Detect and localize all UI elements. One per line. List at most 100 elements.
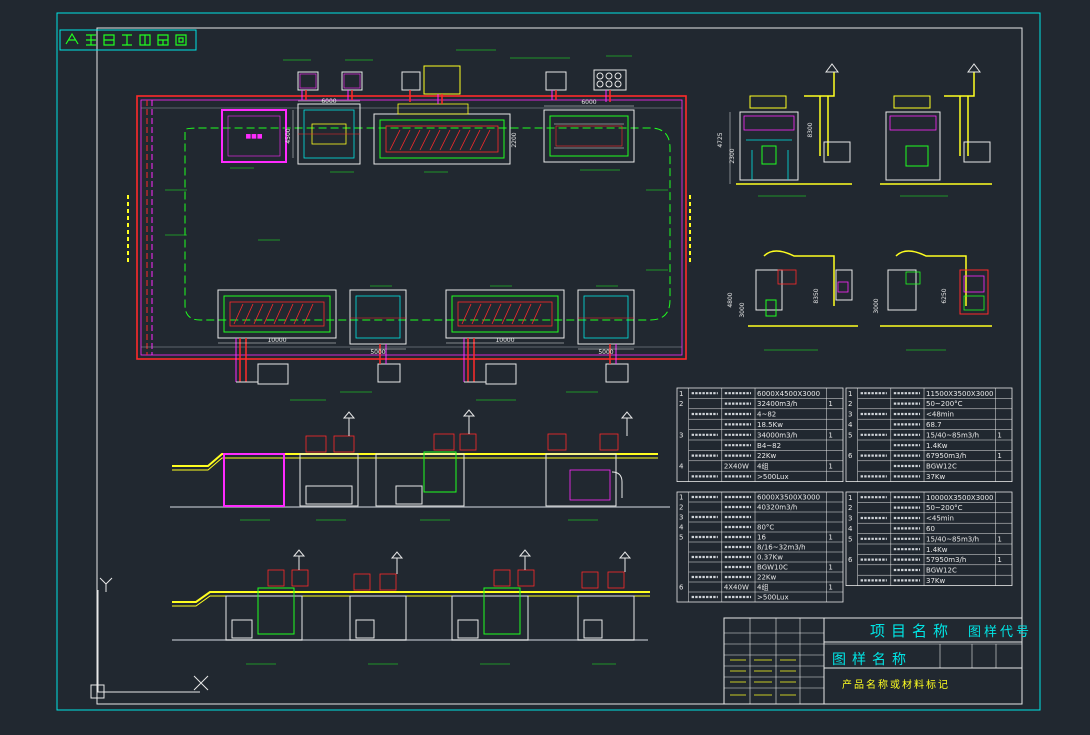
drawing-name-label: 图样名称 [832, 652, 912, 668]
table-cell: 22Kw [757, 573, 776, 581]
table-cell: BGW12C [926, 463, 957, 471]
elev2-unit-1 [225, 549, 309, 641]
drawing-frame [56, 12, 1041, 711]
table-cell: 2 [848, 400, 852, 408]
table-cell: <45min [926, 515, 954, 523]
bottom-note: 产品名称或材料标记 [842, 678, 950, 691]
table-cell: 4 [679, 523, 684, 531]
table-cell: 22Kw [757, 452, 776, 460]
dim-side2-height-a: 4800 [727, 292, 734, 307]
table-cell: 1 [997, 452, 1001, 460]
table-cell: <48min [926, 411, 954, 419]
table-cell: 50~200°C [926, 400, 963, 408]
table-cell: 6000X4500X3000 [757, 390, 820, 398]
table-cell: 1 [848, 494, 852, 502]
table-cell: 3 [848, 515, 852, 523]
table-cell: 11500X3500X3000 [926, 390, 994, 398]
elev2-unit-4 [577, 551, 635, 641]
side-view-1: 4725 2300 8300 [717, 63, 852, 197]
dim-dryer-top: 6000 [581, 99, 596, 106]
table-cell: 2X40W [724, 463, 749, 471]
dim-bottom-c: 10000 [495, 337, 514, 344]
plan-dimensions: 6000 4500 6000 2200 10000 5000 10000 500… [218, 98, 634, 356]
table-cell: 4 [679, 463, 684, 471]
table-cell: 2 [679, 400, 683, 408]
table-cell: 1 [828, 400, 832, 408]
table-cell: 4组 [757, 582, 768, 591]
dim-side2-height-b: 3000 [739, 302, 746, 317]
elev1-dryer [375, 409, 477, 507]
dim-side3-height-b: 6250 [941, 288, 948, 303]
table-cell: 0.37Kw [757, 553, 783, 561]
table-cell: 1 [828, 583, 832, 591]
table-cell: B4~82 [757, 442, 781, 450]
svg-text:■■■: ■■■ [245, 133, 262, 140]
table-cell: 6 [848, 556, 853, 564]
project-name-label: 项目名称 [870, 622, 954, 640]
dim-bottom-a: 10000 [267, 337, 286, 344]
table-cell: BGW12C [926, 567, 957, 575]
table-cell: 68.7 [926, 421, 942, 429]
table-cell: 1 [997, 431, 1001, 439]
corner-stamp [59, 29, 197, 51]
table-cell: 4~82 [757, 411, 776, 419]
table-cell: BGW10C [757, 563, 788, 571]
table-cell: 4 [848, 421, 853, 429]
dim-side-height-c: 8300 [807, 122, 814, 137]
table-cell: 1 [997, 556, 1001, 564]
table-cell: 34000m3/h [757, 431, 797, 439]
side-view-3: 4800 3000 8350 [727, 250, 858, 351]
top-booth-3 [543, 109, 635, 163]
table-cell: 15/40~85m3/h [926, 431, 979, 439]
table-cell: 57950m3/h [926, 556, 966, 564]
table-cell: >500Lux [757, 593, 789, 601]
table-cell: 50~200°C [926, 504, 963, 512]
top-booth-1 [297, 103, 361, 165]
table-cell: 6 [848, 452, 853, 460]
elevation-2 [172, 549, 650, 665]
spec-tables: 1 6000X4500X3000 2 32400m3/h 1 4~82 18.5Kw 3 340… [676, 387, 1013, 603]
table-cell: 6000X3500X3000 [757, 493, 820, 501]
top-dryer [373, 103, 511, 165]
table-cell: 4X40W [724, 583, 749, 591]
elev2-unit-3 [451, 549, 535, 641]
table-cell: 67950m3/h [926, 452, 966, 460]
table-cell: >500Lux [757, 473, 789, 481]
table-cell: 4组 [757, 462, 768, 471]
table-cell: 1 [679, 390, 683, 398]
table-cell: 1.4Kw [926, 546, 948, 554]
table-cell: 80°C [757, 523, 774, 531]
table-cell: 1 [828, 431, 832, 439]
table-cell: 1 [997, 535, 1001, 543]
table-cell: 2 [679, 503, 683, 511]
table-cell: 5 [848, 431, 852, 439]
dim-side-height-b: 2300 [729, 148, 736, 163]
title-block: 项目名称 图样代号 图样名称 产品名称或材料标记 [723, 617, 1032, 705]
dim-dryer-width: 2200 [511, 132, 518, 147]
elev2-unit-2 [349, 551, 407, 641]
table-cell: 10000X3500X3000 [926, 494, 994, 502]
drawing-code-label: 图样代号 [968, 625, 1032, 640]
bottom-booth-4 [577, 289, 635, 345]
table-cell: 4 [848, 525, 853, 533]
bottom-dryer-left [217, 289, 337, 339]
bottom-booth-2 [349, 289, 407, 345]
elevation-1 [170, 409, 670, 521]
table-cell: 1 [848, 390, 852, 398]
table-cell: 5 [848, 535, 852, 543]
table-cell: 37Kw [926, 577, 945, 585]
table-cell: 1 [828, 533, 832, 541]
table-cell: 15/40~85m3/h [926, 535, 979, 543]
table-cell: 40320m3/h [757, 503, 797, 511]
side-views: 4725 2300 8300 4800 3000 [717, 63, 992, 351]
table-cell: 18.5Kw [757, 421, 783, 429]
table-cell: 60 [926, 525, 935, 533]
plan-view: ■■■ [127, 49, 691, 401]
table-cell: 32400m3/h [757, 400, 797, 408]
dim-side3-height-a: 3000 [873, 298, 880, 313]
